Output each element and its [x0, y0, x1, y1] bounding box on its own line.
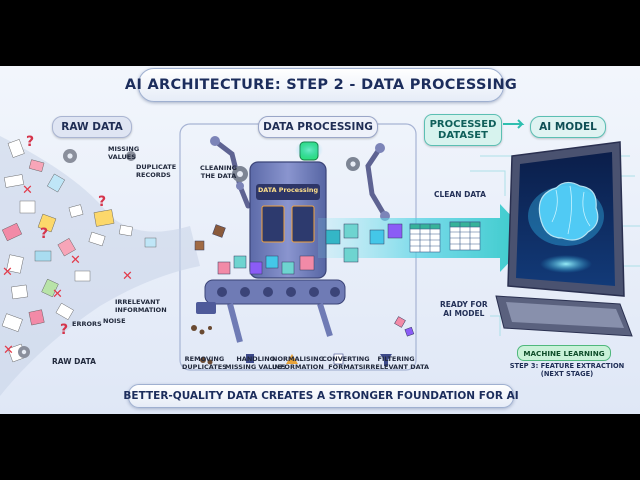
ready-for-ai-model-label: READY FOR AI MODEL — [440, 300, 488, 318]
note-irrelevant-line2: INFORMATION — [115, 305, 167, 314]
section-label-data-processing: DATA PROCESSING — [258, 116, 378, 138]
note-duplicate-line1: DUPLICATE — [136, 163, 177, 171]
note-irrelevant-line1: IRRELEVANT — [115, 298, 160, 306]
section-label-ai-model: AI MODEL — [530, 116, 606, 138]
infographic-frame: ✕ ✕ ✕ ✕ ✕ ✕ ???? — [0, 66, 640, 414]
step3-line1: NORMALISING — [272, 355, 324, 363]
dataset-to-model-arrow — [503, 119, 525, 129]
ready-line2: AI MODEL — [443, 309, 485, 318]
svg-text:?: ? — [40, 226, 48, 242]
note-missing-line1: MISSING — [108, 145, 140, 153]
bottom-message: BETTER-QUALITY DATA CREATES A STRONGER F… — [123, 390, 519, 402]
clean-data-arrow — [318, 204, 532, 272]
step-handling-missing-values: HANDLING MISSING VALUES — [225, 355, 287, 371]
svg-text:✕: ✕ — [22, 183, 33, 198]
note-raw-data: RAW DATA — [52, 357, 96, 366]
step-removing-duplicates: REMOVING DUPLICATES — [182, 355, 227, 371]
step-icons — [200, 353, 392, 366]
step1-line1: REMOVING — [184, 355, 225, 363]
note-noise: NOISE — [103, 317, 126, 325]
next-step-line1: STEP 3: FEATURE EXTRACTION — [509, 362, 625, 370]
raw-data-label: RAW DATA — [61, 121, 123, 133]
title-banner: AI ARCHITECTURE: STEP 2 - DATA PROCESSIN… — [125, 68, 517, 102]
svg-text:✕: ✕ — [52, 287, 63, 302]
processed-dataset-line2: DATASET — [438, 130, 488, 141]
clean-data-label: CLEAN DATA — [434, 190, 486, 199]
diagram-graphics: ✕ ✕ ✕ ✕ ✕ ✕ ???? — [0, 119, 640, 396]
next-step-line2: (NEXT STAGE) — [540, 370, 594, 378]
step2-line2: MISSING VALUES — [225, 362, 287, 371]
svg-text:✕: ✕ — [70, 253, 81, 268]
step1-line2: DUPLICATES — [182, 362, 227, 371]
note-irrelevant-information: IRRELEVANT INFORMATION — [115, 298, 167, 314]
section-label-raw-data: RAW DATA — [52, 116, 132, 138]
svg-text:?: ? — [98, 194, 106, 210]
bottom-banner: BETTER-QUALITY DATA CREATES A STRONGER F… — [123, 384, 519, 408]
step5-line1: FILTERING — [377, 355, 415, 363]
data-processing-label: DATA PROCESSING — [263, 121, 373, 133]
raw-data-stream: ✕ ✕ ✕ ✕ ✕ ✕ ???? — [0, 134, 200, 396]
svg-text:✕: ✕ — [122, 269, 133, 284]
machine-learning-label: MACHINE LEARNING — [523, 348, 605, 358]
processed-dataset-line1: PROCESSED — [429, 119, 497, 130]
note-missing-line2: VALUES — [108, 152, 136, 161]
note-duplicate-records: DUPLICATE RECORDS — [136, 163, 177, 179]
step-filtering-irrelevant-data: FILTERING IRRELEVANT DATA — [363, 355, 430, 371]
ready-line1: READY FOR — [440, 300, 488, 309]
ai-model-label: AI MODEL — [539, 121, 597, 133]
svg-text:✕: ✕ — [3, 343, 14, 358]
note-errors: ERRORS — [72, 320, 102, 328]
note-duplicate-line2: RECORDS — [136, 170, 171, 179]
machine-label: DATA Processing — [257, 186, 319, 194]
processing-machine — [191, 136, 415, 343]
svg-text:?: ? — [26, 134, 34, 150]
step-converting-formats: CONVERTING FORMATS — [322, 355, 370, 371]
page-title: AI ARCHITECTURE: STEP 2 - DATA PROCESSIN… — [124, 77, 518, 93]
machine-learning-badge: MACHINE LEARNING — [517, 345, 611, 361]
step4-line2: FORMATS — [328, 362, 364, 371]
step5-line2: IRRELEVANT DATA — [363, 362, 430, 371]
step-normalising-information: NORMALISING INFORMATION — [272, 355, 324, 371]
note-cleaning-the-data: CLEANING THE DATA — [200, 164, 238, 180]
step2-line1: HANDLING — [236, 355, 275, 363]
step3-line2: INFORMATION — [272, 362, 324, 371]
step4-line1: CONVERTING — [322, 355, 370, 363]
note-missing-values: MISSING VALUES — [108, 145, 140, 161]
cleaning-line2: THE DATA — [200, 171, 237, 180]
next-step-label: STEP 3: FEATURE EXTRACTION (NEXT STAGE) — [506, 362, 628, 378]
section-label-processed-dataset: PROCESSED DATASET — [424, 114, 502, 146]
svg-text:✕: ✕ — [2, 265, 13, 280]
cleaning-line1: CLEANING — [200, 164, 238, 172]
svg-text:?: ? — [60, 322, 68, 338]
ai-model-computer — [495, 141, 633, 337]
